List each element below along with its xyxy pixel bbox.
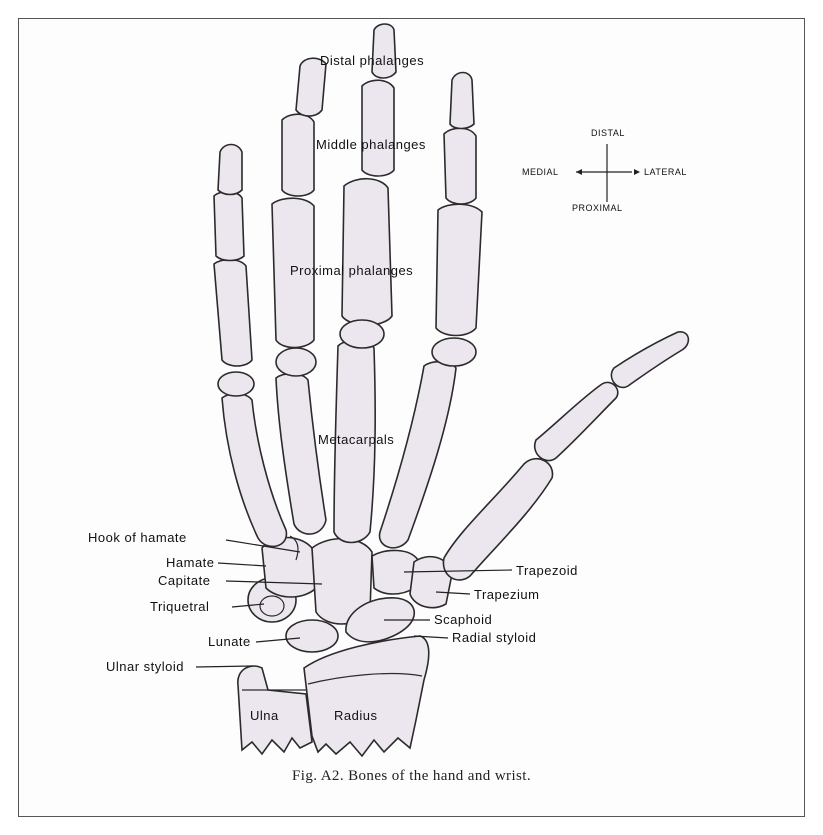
proximal-phalanx-2 [436,204,482,335]
distal-phalanx-5 [218,145,242,195]
proximal-phalanx-5 [214,260,252,366]
label-hamate: Hamate [166,556,215,570]
metacarpal-2 [380,362,456,548]
metacarpal-4 [276,374,326,534]
proximal-phalanx-1 [535,382,618,460]
label-trapezium: Trapezium [474,588,539,602]
distal-phalanx-3 [372,24,396,78]
label-proximal-phalanges: Proximal phalanges [290,264,413,278]
label-scaphoid: Scaphoid [434,613,492,627]
radius-bone [304,636,429,756]
orientation-medial: MEDIAL [522,167,559,177]
label-ulnar-styloid: Ulnar styloid [106,660,184,674]
proximal-phalanx-3 [342,179,392,325]
distal-phalanx-2 [450,73,474,129]
middle-phalanx-3 [362,80,394,176]
label-radius: Radius [334,709,377,723]
orientation-lateral: LATERAL [644,167,687,177]
label-lunate: Lunate [208,635,251,649]
label-ulna: Ulna [250,709,279,723]
metacarpal-1 [443,459,552,580]
middle-phalanx-2 [444,128,476,204]
orientation-distal: DISTAL [591,128,625,138]
middle-phalanx-4 [282,114,314,196]
label-distal-phalanges: Distal phalanges [320,54,424,68]
label-triquetral: Triquetral [150,600,209,614]
label-trapezoid: Trapezoid [516,564,578,578]
label-middle-phalanges: Middle phalanges [316,138,426,152]
label-hook-of-hamate: Hook of hamate [88,531,187,545]
label-metacarpals: Metacarpals [318,433,394,447]
middle-phalanx-5 [214,192,244,261]
lunate-bone [286,620,338,652]
label-radial-styloid: Radial styloid [452,631,536,645]
label-capitate: Capitate [158,574,210,588]
orientation-proximal: PROXIMAL [572,203,623,213]
figure-caption: Fig. A2. Bones of the hand and wrist. [0,768,823,785]
distal-phalanx-1 [611,332,688,388]
metacarpal-5 [222,394,286,547]
